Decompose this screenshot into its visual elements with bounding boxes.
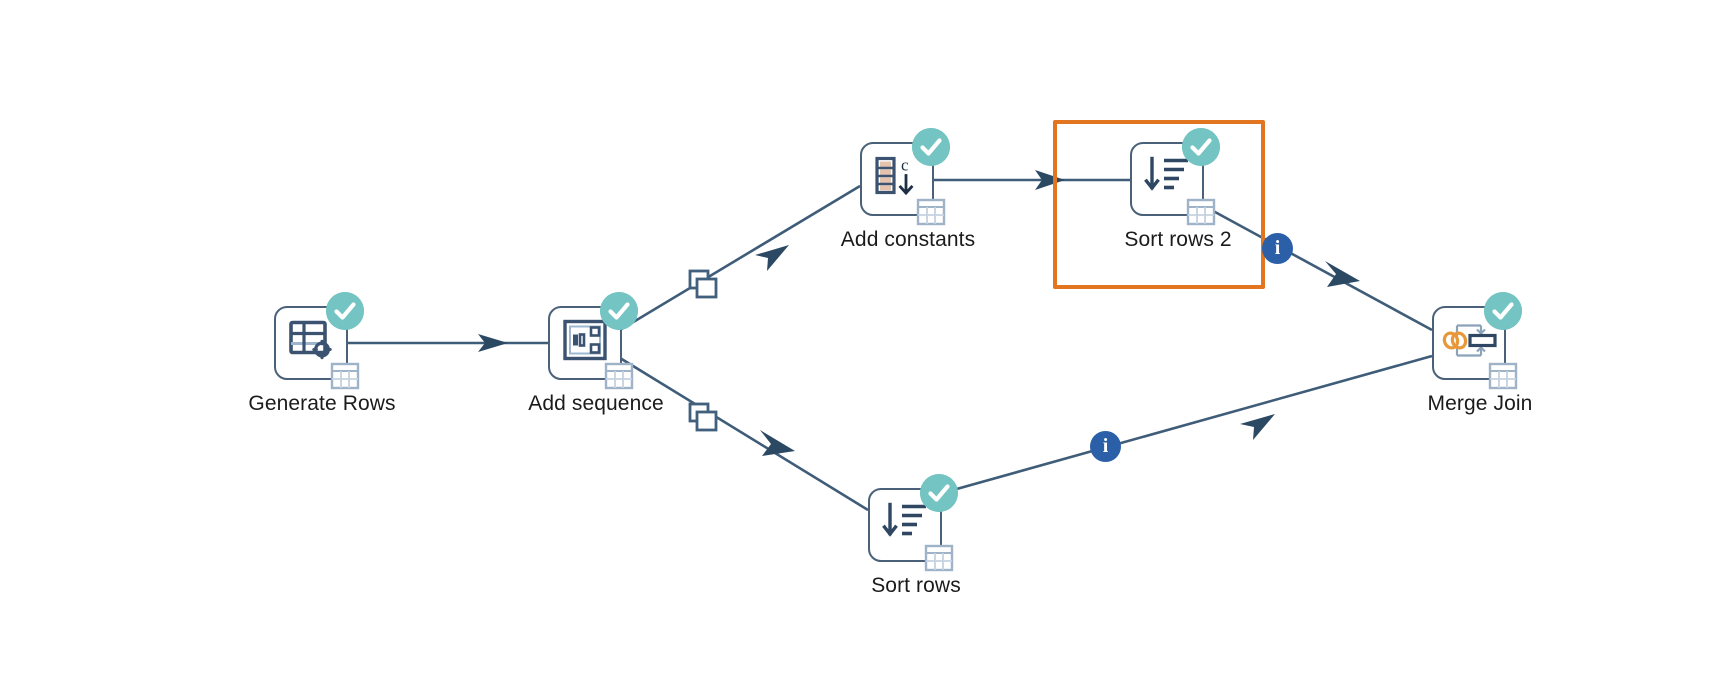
check-badge-icon — [1484, 292, 1522, 330]
node-label: Generate Rows — [248, 392, 396, 415]
node-label: Merge Join — [1427, 392, 1533, 415]
node-body[interactable]: c — [860, 128, 950, 226]
copy-rows-icon[interactable] — [687, 401, 723, 440]
info-icon[interactable]: i — [1090, 431, 1121, 462]
info-icon[interactable]: i — [1262, 233, 1293, 264]
merge-join-icon — [1441, 317, 1497, 370]
hop-generate-rows-to-add-sequence[interactable] — [348, 334, 548, 352]
node-add-sequence[interactable]: Add sequence — [528, 292, 664, 415]
node-add-constants[interactable]: c — [841, 128, 975, 251]
copy-rows-icon[interactable] — [687, 268, 723, 307]
hop-add-sequence-to-sort-rows[interactable] — [619, 356, 869, 512]
node-body[interactable] — [868, 474, 958, 572]
check-badge-icon — [600, 292, 638, 330]
hop-sort-rows-to-merge-join[interactable] — [927, 354, 1433, 499]
node-body[interactable] — [1432, 292, 1522, 390]
node-label: Add sequence — [528, 392, 664, 415]
node-sort-rows[interactable]: Sort rows — [868, 474, 964, 597]
check-badge-icon — [912, 128, 950, 166]
node-label: Sort rows 2 — [1124, 228, 1232, 251]
generate-rows-icon — [285, 315, 337, 372]
node-body[interactable] — [1130, 128, 1220, 226]
sort-rows-icon — [881, 500, 929, 551]
preview-grid-icon[interactable] — [924, 543, 954, 573]
node-label: Add constants — [840, 228, 976, 251]
node-sort-rows-2[interactable]: Sort rows 2 — [1124, 128, 1232, 251]
preview-grid-icon[interactable] — [1488, 361, 1518, 391]
svg-text:c: c — [901, 156, 909, 175]
check-badge-icon — [1182, 128, 1220, 166]
info-icon-label: i — [1102, 435, 1109, 457]
node-label: Sort rows — [871, 574, 961, 597]
add-sequence-icon — [561, 317, 609, 370]
node-body[interactable] — [548, 292, 638, 390]
check-badge-icon — [326, 292, 364, 330]
node-generate-rows[interactable]: Generate Rows — [248, 292, 396, 415]
node-body[interactable] — [274, 292, 364, 390]
sort-rows-icon — [1143, 154, 1191, 205]
check-badge-icon — [920, 474, 958, 512]
add-constants-icon: c — [872, 153, 922, 206]
hop-add-sequence-to-add-constants[interactable] — [619, 184, 861, 332]
node-merge-join[interactable]: Merge Join — [1428, 292, 1532, 415]
preview-grid-icon[interactable] — [916, 197, 946, 227]
preview-grid-icon[interactable] — [604, 361, 634, 391]
preview-grid-icon[interactable] — [330, 361, 360, 391]
selection-rectangle[interactable] — [1053, 120, 1265, 289]
preview-grid-icon[interactable] — [1186, 197, 1216, 227]
info-icon-label: i — [1274, 237, 1281, 259]
